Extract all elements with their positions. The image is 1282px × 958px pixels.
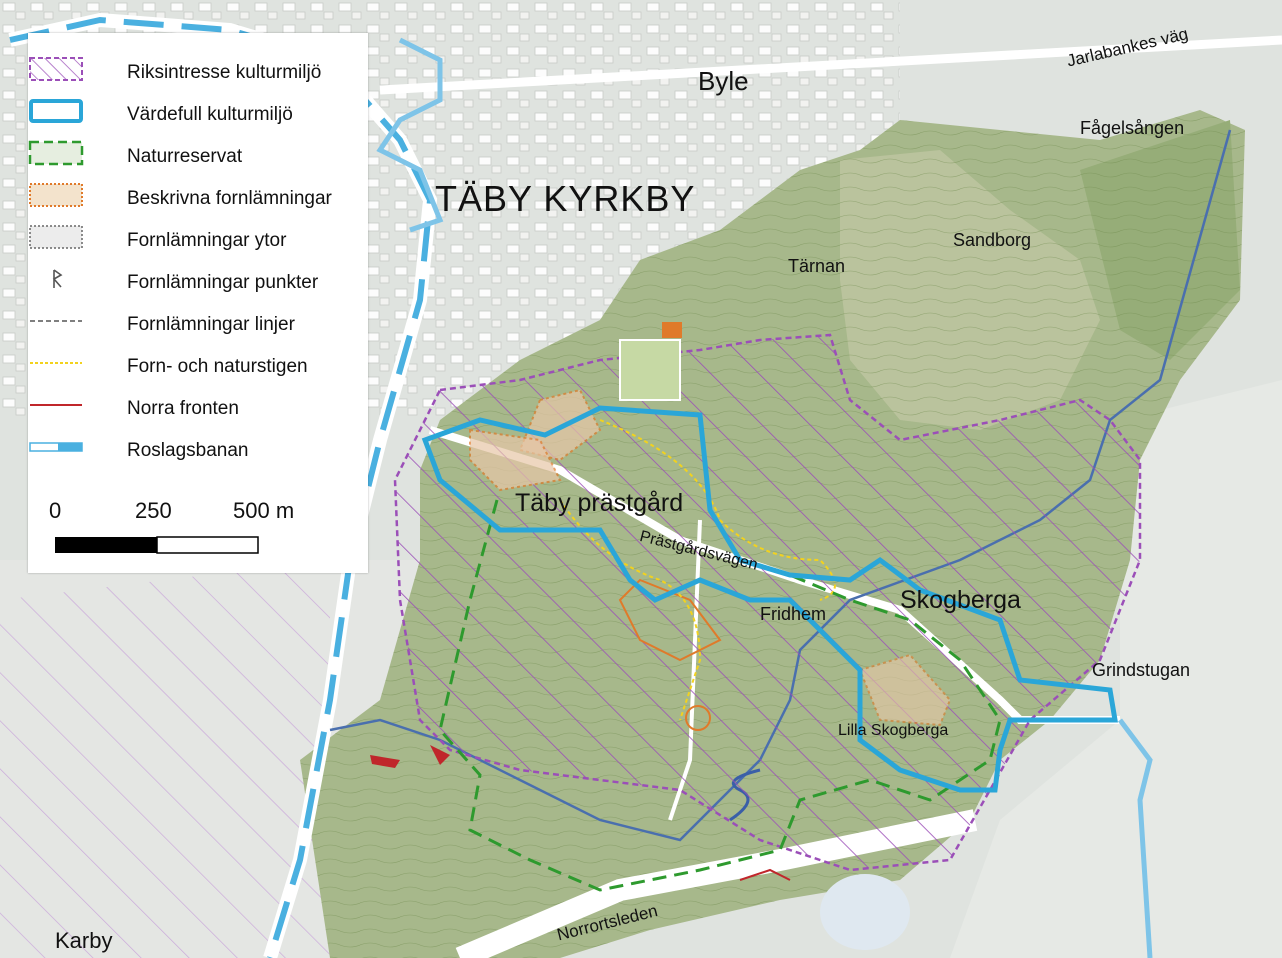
- legend-item-fornlamningar-linjer: Fornlämningar linjer: [28, 308, 368, 342]
- sports-field: [619, 339, 681, 401]
- legend-label: Roslagsbanan: [127, 440, 249, 461]
- open-land-east: [950, 380, 1282, 958]
- vardefull-kulturmiljo-area: [421, 405, 1118, 793]
- legend-item-naturreservat: Naturreservat: [28, 140, 368, 174]
- yellow-dotted-line-symbol: [30, 362, 82, 364]
- rune-r-icon: [52, 269, 63, 288]
- place-label-taby-kyrkby: TÄBY KYRKBY: [435, 178, 696, 219]
- legend-item-fornlamningar-ytor: Fornlämningar ytor: [28, 224, 368, 258]
- legend-item-riksintresse: Riksintresse kulturmiljö: [28, 56, 368, 90]
- legend-label: Forn- och naturstigen: [127, 356, 308, 377]
- scale-label-0: 0: [49, 498, 62, 523]
- place-label-karby: Karby: [55, 928, 113, 953]
- riksintresse-area-west: [0, 560, 330, 958]
- norra-fronten-fortification-west: [370, 755, 400, 768]
- vardefull-symbol: [29, 99, 83, 123]
- naturreservat-symbol: [28, 140, 84, 166]
- legend-item-norra-fronten: Norra fronten: [28, 392, 368, 426]
- legend-item-vardefull: Värdefull kulturmiljö: [28, 98, 368, 132]
- legend-label: Fornlämningar ytor: [127, 230, 287, 251]
- legend-label: Riksintresse kulturmiljö: [127, 62, 322, 83]
- legend-label: Fornlämningar linjer: [127, 314, 295, 335]
- legend-item-fornlamningar-punkter: Fornlämningar punkter: [28, 266, 368, 300]
- railway-symbol: [29, 442, 83, 452]
- fornlamning-area-lilla-skogberga: [858, 653, 952, 727]
- fornlamning-orange-symbol: [29, 183, 83, 207]
- place-label-taby-prastgard: Täby prästgård: [515, 489, 684, 517]
- place-label-grindstugan: Grindstugan: [1092, 660, 1191, 680]
- jarlabankes-vag-road: [379, 35, 1282, 95]
- place-label-sandborg: Sandborg: [953, 230, 1032, 250]
- legend-label: Beskrivna fornlämningar: [127, 188, 332, 209]
- place-label-lilla-skogberga: Lilla Skogberga: [838, 722, 949, 739]
- norra-fronten-fortification-east: [430, 745, 450, 765]
- place-label-skogberga: Skogberga: [900, 586, 1021, 614]
- fornlamning-area-central: [618, 578, 722, 662]
- norra-fronten-line: [739, 868, 791, 881]
- map-legend: Riksintresse kulturmiljö Värdefull kultu…: [28, 33, 368, 573]
- place-label-byle: Byle: [698, 66, 749, 96]
- place-label-fagelsangen: Fågelsången: [1080, 118, 1185, 138]
- sports-hall-building: [662, 322, 682, 338]
- naturreservat-boundary: [438, 499, 1002, 892]
- legend-item-roslagsbanan: Roslagsbanan: [28, 434, 368, 468]
- legend-item-beskrivna-fornlamningar: Beskrivna fornlämningar: [28, 182, 368, 216]
- legend-item-forn-och-naturstigen: Forn- och naturstigen: [28, 350, 368, 384]
- riksintresse-symbol: [29, 57, 83, 81]
- place-label-fridhem: Fridhem: [760, 604, 827, 624]
- place-label-tarnan: Tärnan: [788, 256, 846, 276]
- legend-label: Fornlämningar punkter: [127, 272, 319, 293]
- scale-bar: [55, 536, 259, 554]
- grey-dashed-line-symbol: [30, 320, 82, 322]
- fornlamning-grey-symbol: [29, 225, 83, 249]
- fornlamning-area-west: [469, 428, 562, 492]
- creek-north: [376, 37, 444, 233]
- pond: [820, 874, 910, 950]
- legend-label: Norra fronten: [127, 398, 239, 419]
- fornlamning-circle: [685, 705, 711, 731]
- creek-east: [1118, 718, 1153, 958]
- scale-label-250: 250: [135, 498, 172, 523]
- legend-label: Naturreservat: [127, 146, 243, 167]
- forn-och-naturstigen-path: [559, 419, 836, 721]
- red-line-symbol: [30, 404, 82, 406]
- roslagsbanan-track: [9, 16, 434, 958]
- scale-label-500m: 500 m: [233, 498, 295, 523]
- legend-label: Värdefull kulturmiljö: [127, 104, 293, 125]
